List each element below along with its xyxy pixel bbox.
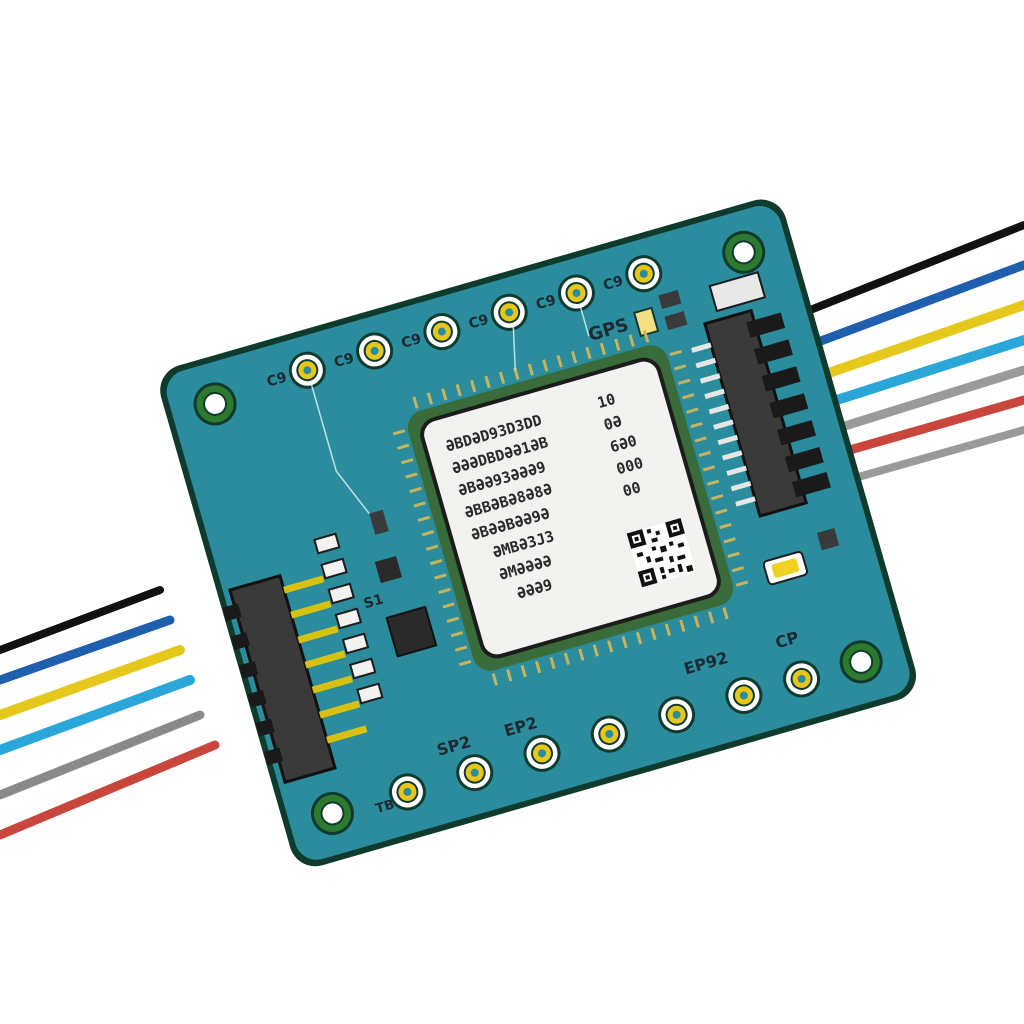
silk-traces [310, 307, 590, 515]
chip-text-line: 0Ə [602, 412, 624, 434]
mounting-holes [193, 230, 883, 835]
pad-label: C9 [467, 312, 491, 333]
pad [523, 734, 561, 772]
smd-resistor [313, 532, 341, 555]
small-ic [385, 605, 438, 658]
left-wire-red [0, 740, 220, 840]
smd-resistor [327, 582, 355, 605]
chip-pins [392, 330, 749, 686]
left-header-connector [222, 573, 368, 785]
smd-component [664, 311, 688, 331]
smd-resistor [356, 682, 384, 705]
smd-resistor [341, 632, 370, 655]
usb-connector [708, 270, 767, 313]
pad [658, 696, 696, 734]
pad-label: C9 [534, 292, 558, 313]
left-wire-bundle [0, 586, 220, 840]
pad [423, 313, 461, 351]
pad [783, 660, 821, 698]
smd-component [816, 528, 840, 551]
pad [625, 255, 663, 293]
pad-label: C9 [332, 350, 356, 371]
smd-component [658, 290, 682, 309]
pad [590, 715, 628, 753]
smd-transistor [374, 555, 403, 584]
pad [725, 676, 763, 714]
pcb-board: C9 C9 C9 C9 C9 C9 GPS ƏBDƏD93D3DD [160, 199, 917, 867]
pad [288, 351, 326, 389]
pad-label: C9 [400, 331, 424, 352]
pad [388, 773, 426, 811]
smd-resistor [320, 557, 348, 580]
side-label: S1 [362, 591, 385, 612]
left-wire-yellow [0, 645, 185, 720]
pad [557, 274, 595, 312]
pad [456, 754, 494, 792]
smd-component [369, 509, 389, 535]
right-wire-grey-2 [826, 426, 1024, 489]
pad-label: C9 [601, 273, 625, 294]
left-resistor-array [313, 532, 384, 705]
pad [356, 332, 394, 370]
gps-module-chip: ƏBDƏD93D3DD ƏƏƏDBDƏƏ1ƏB ƏBƏƏ93ƏƏƏ9 ƏBBƏB… [392, 330, 749, 686]
left-wire-black [0, 586, 164, 654]
tb-label: TB [374, 797, 396, 817]
chip-text-line: 10 [595, 390, 617, 412]
chip-text-line: 00 [621, 478, 643, 500]
left-wire-cyan [0, 675, 195, 755]
pad-label: C9 [265, 370, 289, 391]
left-wire-blue [0, 615, 175, 685]
right-header-connector [691, 308, 831, 518]
left-wire-grey [0, 710, 205, 800]
qr-code [626, 518, 696, 588]
status-led [632, 306, 660, 338]
smd-resistor [334, 607, 363, 630]
smd-resistor [348, 657, 377, 680]
